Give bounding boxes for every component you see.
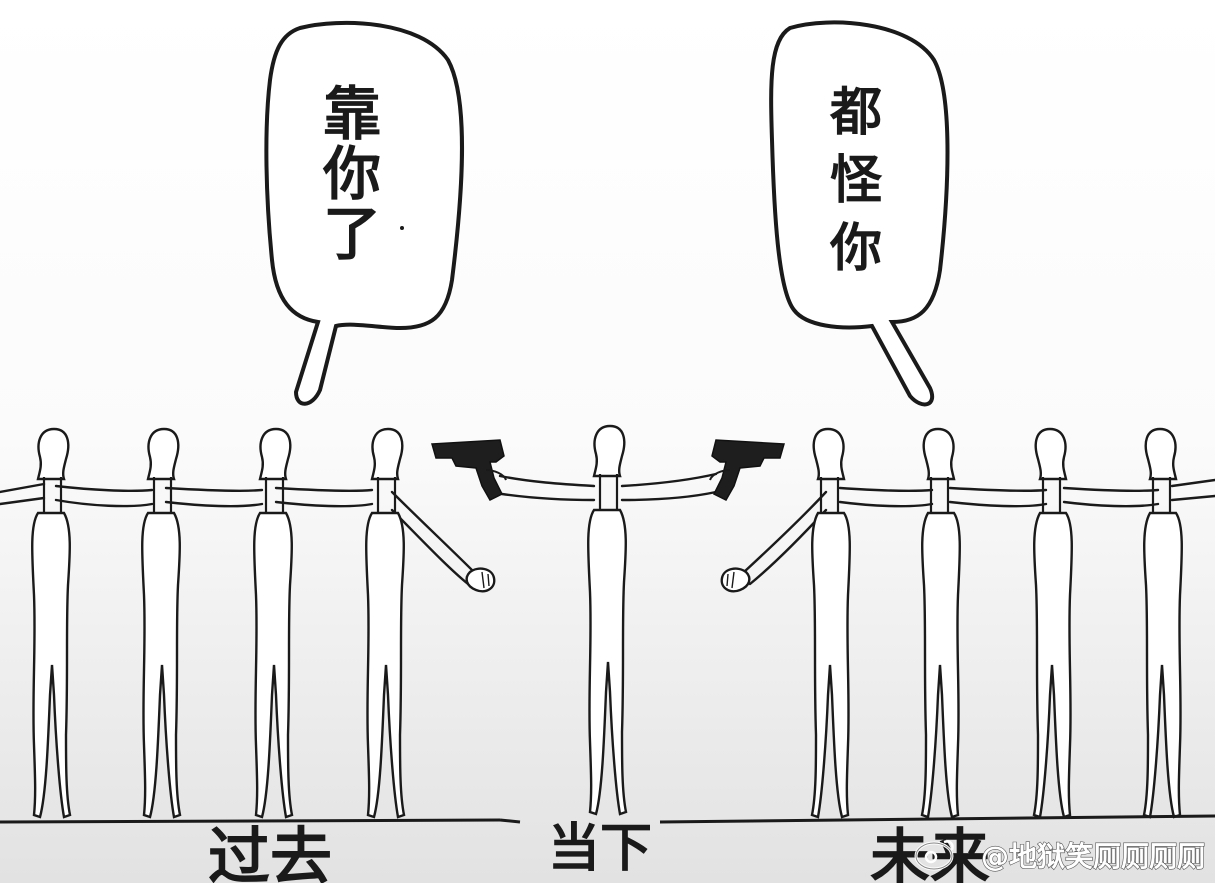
label-past: 过去 [208, 820, 332, 883]
fist-left [465, 567, 496, 593]
bubble-left-char-2: 你 [322, 140, 381, 208]
bubble-left-char-1: 靠 [323, 80, 381, 148]
bubble-right-char-2: 怪 [830, 151, 883, 211]
timeline [0, 814, 1215, 824]
bubble-left-char-3: 了 [323, 200, 381, 268]
pistol-icon [709, 439, 785, 501]
bubble-right-char-3: 你 [829, 219, 882, 279]
bubble-right-char-1: 都 [829, 83, 882, 143]
label-present: 当下 [548, 819, 652, 879]
pistol-icon [431, 439, 507, 501]
fist-right [720, 567, 751, 593]
watermark: @地狱笑厕厕厕厕 [914, 839, 1206, 874]
speech-bubble-right: 都 怪 你 [769, 20, 950, 407]
watermark-text: @地狱笑厕厕厕厕 [981, 840, 1205, 873]
speech-bubble-left: 靠 你 了 [264, 20, 464, 406]
arms [0, 472, 1215, 586]
weibo-logo-icon [914, 840, 954, 871]
